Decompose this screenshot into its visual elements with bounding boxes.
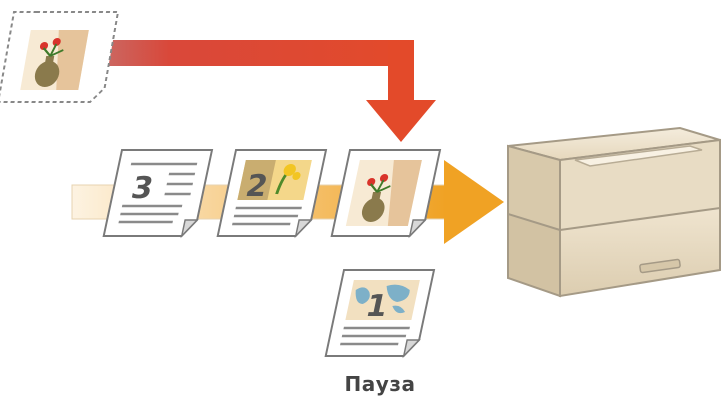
pause-label: Пауза — [344, 372, 416, 396]
queue-page-3: 3 — [102, 149, 214, 239]
vase-picture-icon — [34, 38, 64, 87]
queue-page-2: 2 — [216, 149, 328, 239]
queue-page-picture — [330, 149, 442, 239]
map-picture-icon — [355, 284, 410, 314]
printer-icon — [507, 126, 721, 298]
interrupt-job-page — [0, 11, 120, 103]
flower-picture-icon — [275, 164, 301, 195]
paused-job-page-1: 1 — [324, 269, 436, 359]
interrupt-arrow — [88, 40, 436, 142]
vase-picture-icon — [361, 174, 391, 222]
